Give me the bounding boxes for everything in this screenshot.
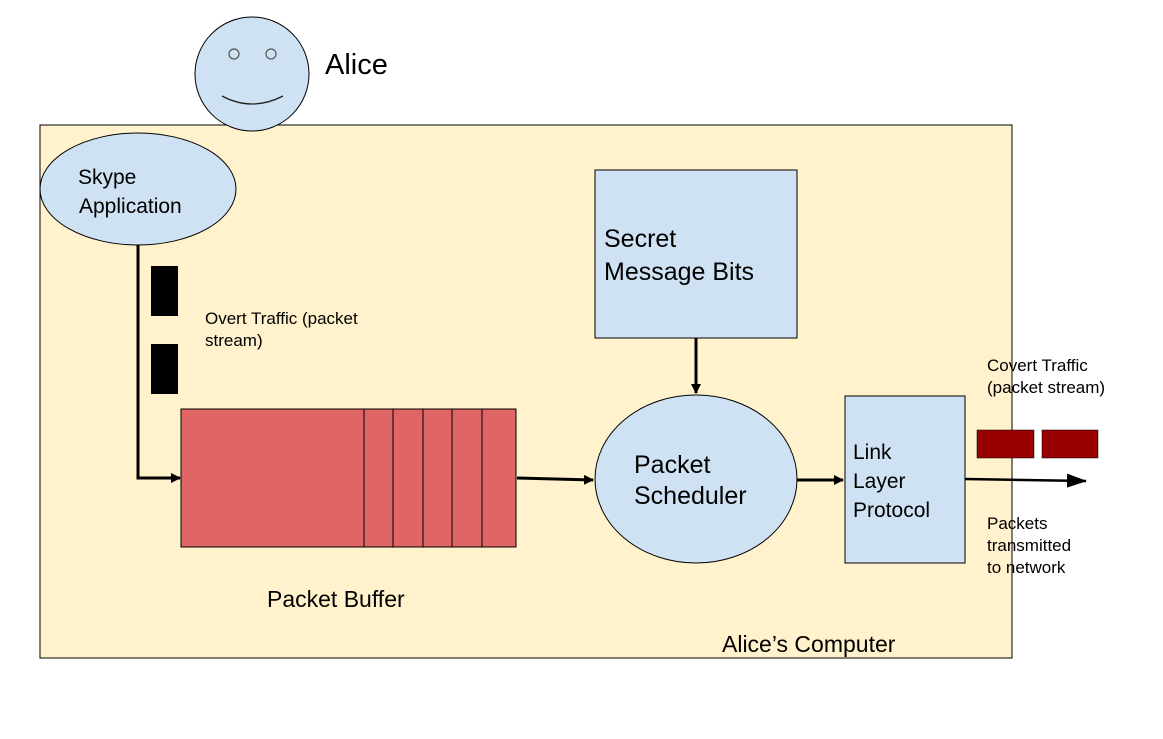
packet-scheduler-node xyxy=(594,394,798,564)
buffer-to-scheduler-arrow xyxy=(516,474,594,485)
alice-avatar xyxy=(194,16,310,132)
packet-buffer-label: Packet Buffer xyxy=(267,586,405,612)
alice-left-eye xyxy=(228,48,240,60)
secret-label-line1: Secret xyxy=(604,225,676,253)
packet-buffer-body xyxy=(180,408,517,548)
link-layer-label-line3: Protocol xyxy=(853,499,930,522)
transmitted-label-line1: Packets xyxy=(987,514,1047,533)
skype-application-node xyxy=(39,132,237,246)
skype-label-line2: Application xyxy=(79,195,182,218)
skype-to-buffer-arrow xyxy=(136,245,181,483)
alice-smile xyxy=(221,95,284,105)
overt-traffic-label-line1: Overt Traffic (packet xyxy=(205,309,358,328)
transmitted-label-line3: to network xyxy=(987,558,1066,577)
alice-name: Alice xyxy=(325,49,388,81)
scheduler-label-line1: Packet xyxy=(634,451,710,479)
covert-traffic-label-line2: (packet stream) xyxy=(987,378,1105,397)
overt-packet xyxy=(151,344,178,394)
covert-traffic-label-line1: Covert Traffic xyxy=(987,356,1088,375)
secret-message-bits-node xyxy=(594,169,798,339)
alice-right-eye xyxy=(265,48,277,60)
alice-face-icon xyxy=(194,16,310,132)
covert-packet xyxy=(1041,429,1099,459)
computer-label: Alice’s Computer xyxy=(722,631,896,657)
link-layer-label-line1: Link xyxy=(853,441,892,464)
link-layer-protocol-node xyxy=(844,395,966,564)
scheduler-label-line2: Scheduler xyxy=(634,482,747,510)
skype-label-line1: Skype xyxy=(78,166,136,189)
overt-packet xyxy=(151,266,178,316)
network-output-arrow xyxy=(964,473,1087,488)
link-layer-label-line2: Layer xyxy=(853,470,906,493)
secret-label-line2: Message Bits xyxy=(604,258,754,286)
covert-packet xyxy=(976,429,1035,459)
overt-traffic-label-line2: stream) xyxy=(205,331,263,350)
transmitted-label-line2: transmitted xyxy=(987,536,1071,555)
packet-buffer xyxy=(180,408,517,548)
